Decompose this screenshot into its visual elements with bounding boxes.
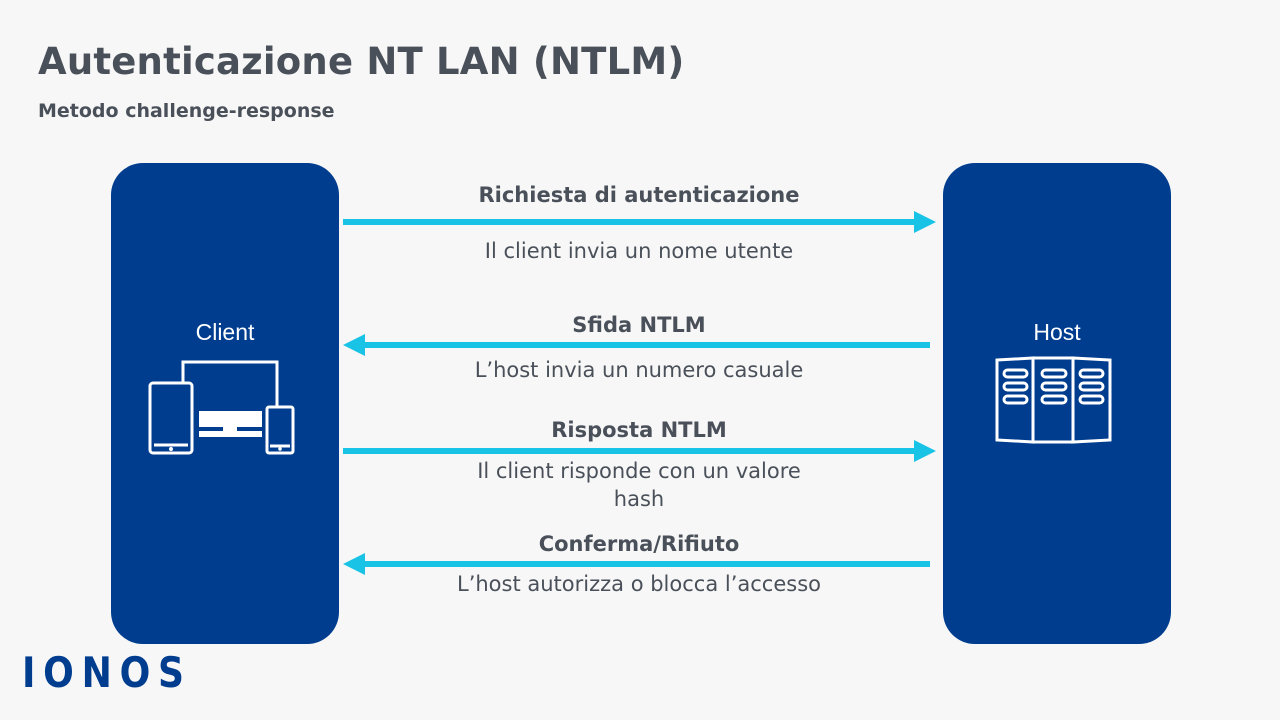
arrow-4-head [343, 553, 365, 575]
server-icon [995, 356, 1112, 444]
page-subtitle: Metodo challenge-response [38, 100, 335, 122]
host-label: Host [1033, 319, 1081, 345]
client-label: Client [195, 319, 255, 345]
step-2-description: L’host invia un numero casuale [474, 358, 804, 382]
client-box: Client [111, 163, 339, 644]
step-4-description: L’host autorizza o blocca l’accesso [457, 572, 821, 596]
ionos-logo: IONOS [22, 648, 192, 697]
arrow-2-line [365, 342, 930, 348]
arrow-3-head [914, 440, 936, 462]
arrow-1-line [343, 219, 914, 225]
arrow-4-line [365, 561, 930, 567]
step-3-title: Risposta NTLM [551, 418, 727, 442]
arrow-1-head [914, 211, 936, 233]
page-title: Autenticazione NT LAN (NTLM) [38, 40, 685, 83]
arrow-2-head [343, 334, 365, 356]
step-2-title: Sfida NTLM [572, 313, 706, 337]
devices-icon [148, 360, 295, 455]
step-3-description: Il client risponde con un valore hash [477, 459, 801, 511]
host-box: Host [943, 163, 1171, 644]
step-1-title: Richiesta di autenticazione [478, 183, 800, 207]
step-4-title: Conferma/Rifiuto [538, 532, 740, 556]
arrow-3-line [343, 448, 914, 454]
step-1-description: Il client invia un nome utente [484, 239, 794, 263]
